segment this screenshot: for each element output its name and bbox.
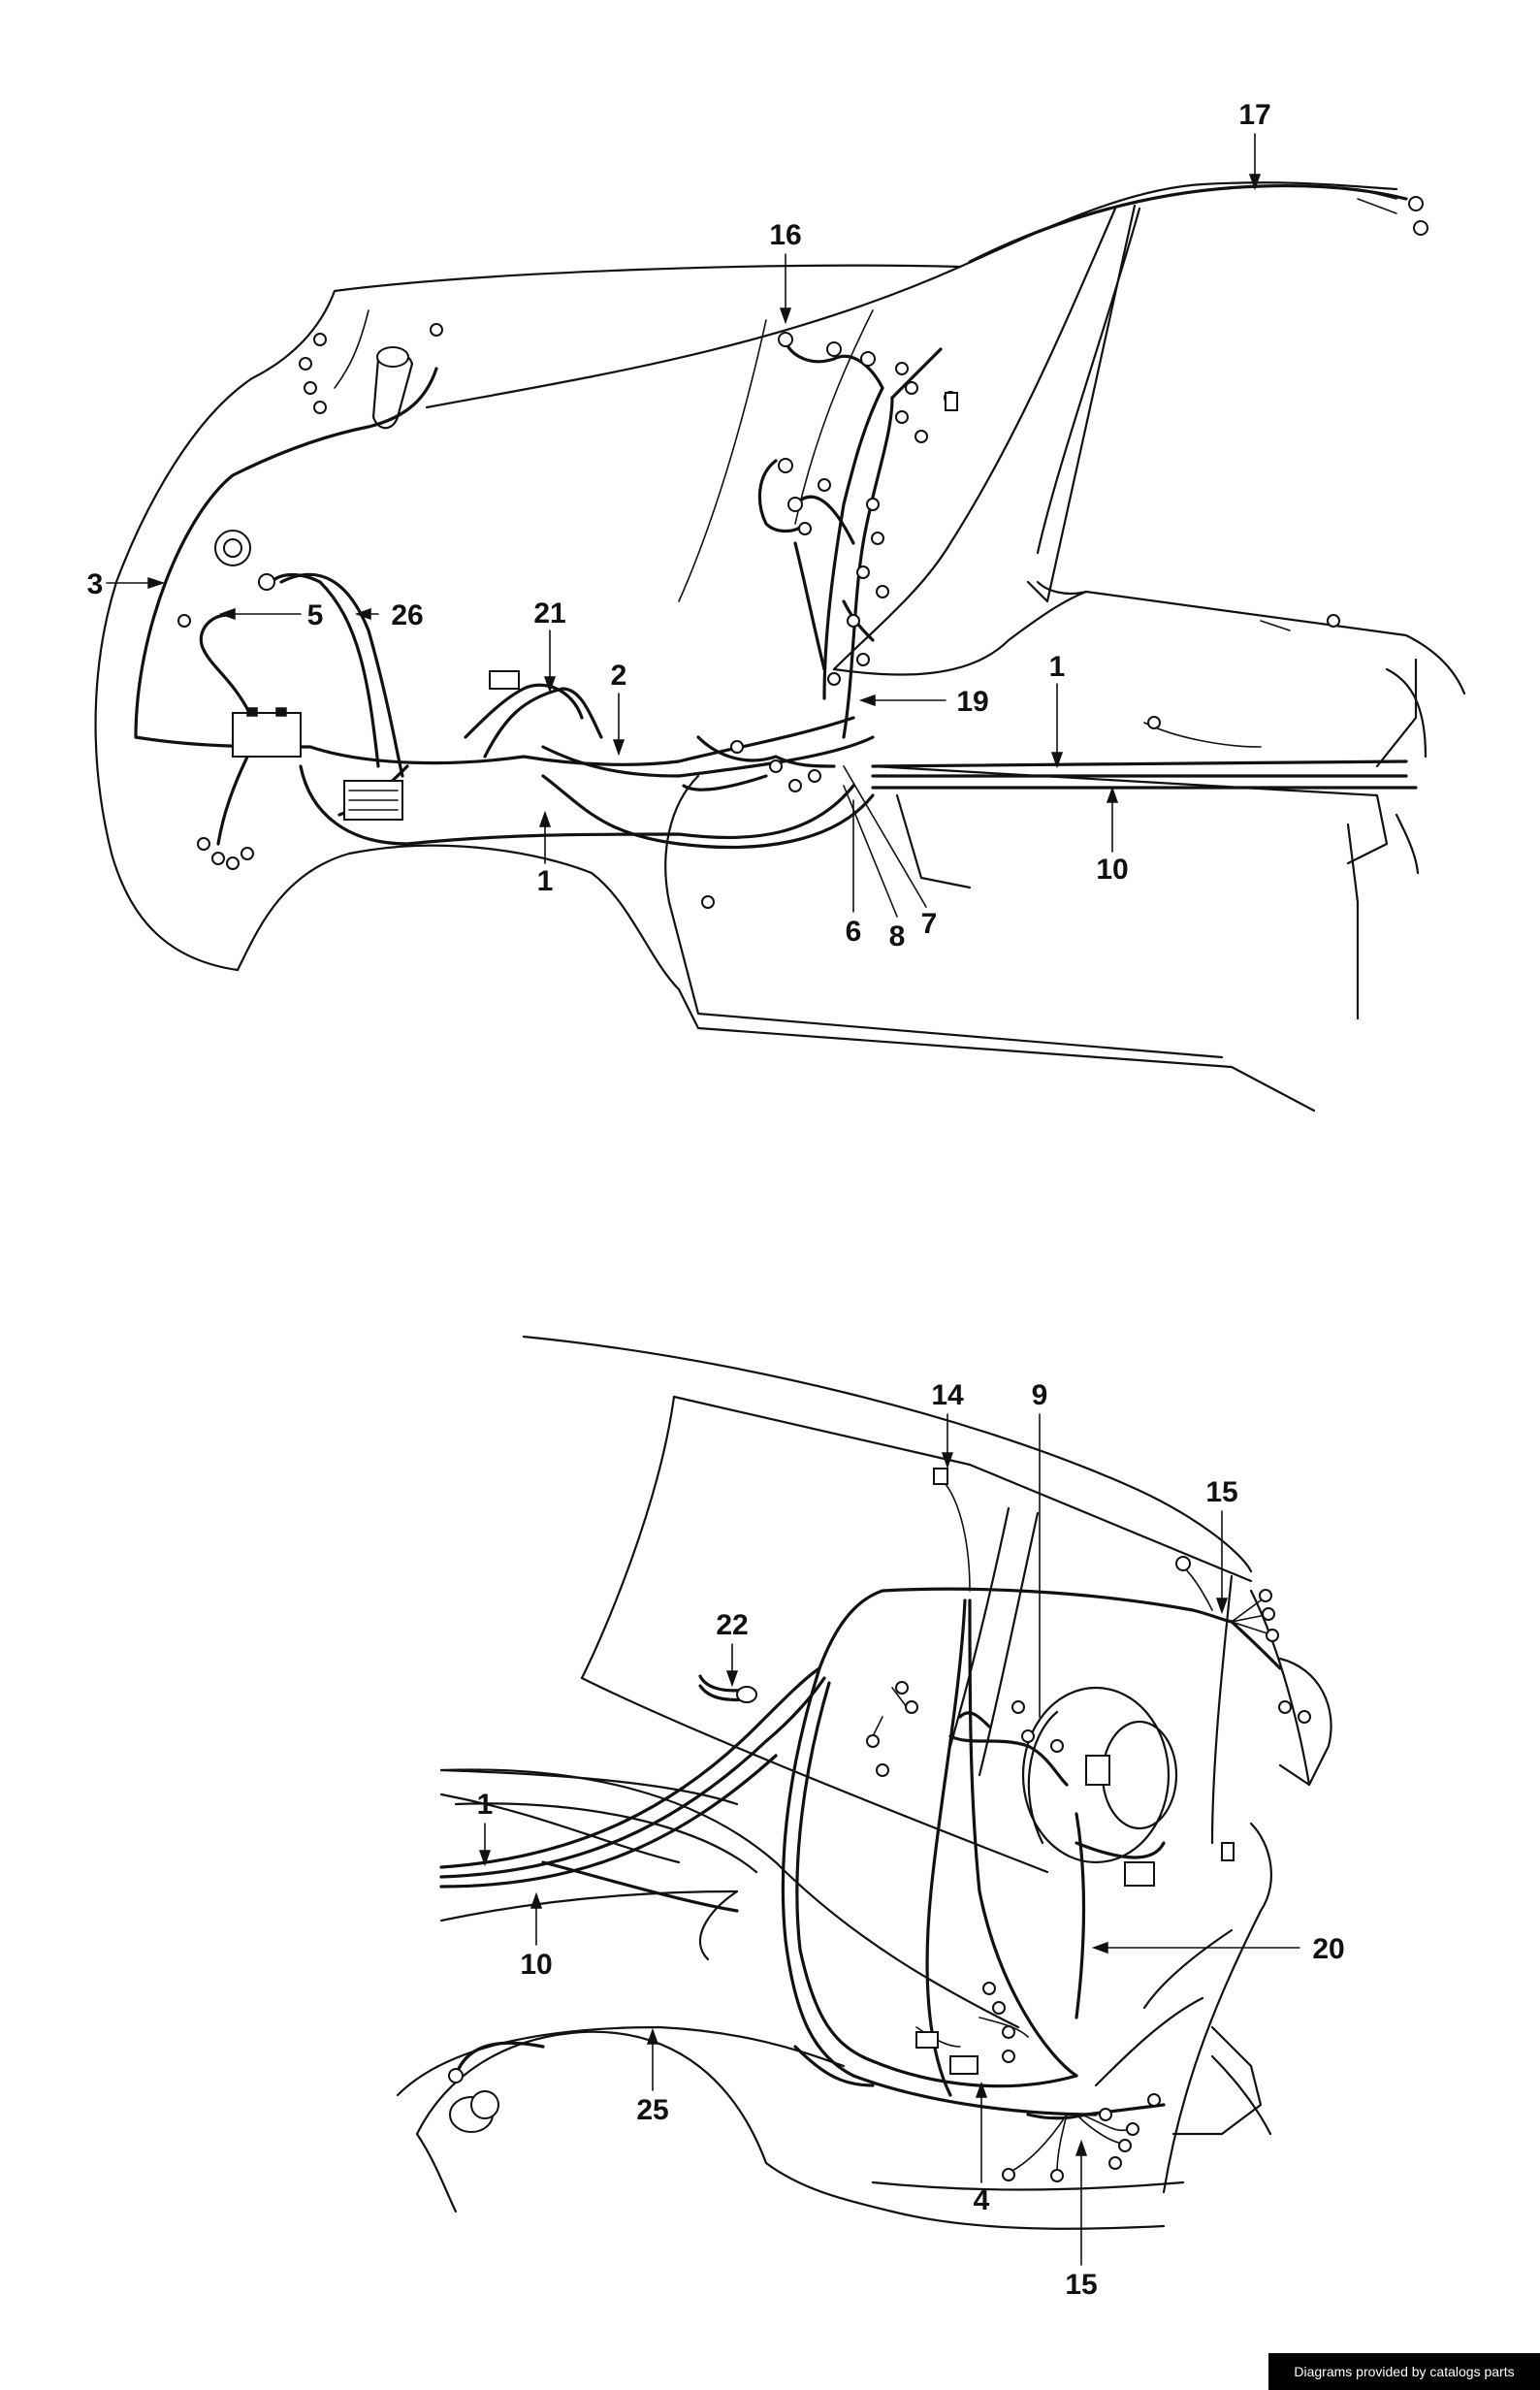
callout-14: 14 (931, 1379, 964, 1411)
rear-body-outline (396, 1335, 1332, 2230)
callout-6: 6 (846, 916, 862, 948)
callout-19: 19 (956, 686, 988, 718)
rear-wiring-harness (439, 1483, 1282, 2174)
bottom-leader-lines (478, 1413, 1300, 2266)
top-leader-lines (106, 133, 1262, 918)
bottom-view: 14 9 15 22 1 10 20 25 4 15 (396, 1335, 1345, 2301)
callout-16: 16 (769, 219, 801, 251)
front-body-outline (94, 181, 1466, 1113)
callout-1-upper: 1 (1049, 651, 1066, 683)
front-wiring-harness (134, 183, 1418, 850)
callout-21: 21 (533, 598, 565, 630)
callout-15-top: 15 (1205, 1476, 1237, 1508)
callout-1-lower: 1 (537, 865, 554, 897)
callout-15-bottom: 15 (1065, 2269, 1097, 2301)
callout-3: 3 (87, 568, 104, 600)
rear-components (448, 1468, 1311, 2182)
callout-1: 1 (477, 1789, 494, 1821)
callout-20: 20 (1312, 1933, 1344, 1965)
callout-10: 10 (1096, 854, 1128, 886)
callout-10: 10 (520, 1949, 552, 1981)
callout-4: 4 (974, 2184, 990, 2216)
callout-26: 26 (391, 599, 423, 631)
top-view: 17 16 3 5 26 21 2 1 19 1 10 6 8 7 (87, 99, 1466, 1113)
callout-2: 2 (611, 660, 627, 692)
callout-22: 22 (716, 1609, 748, 1641)
callout-9: 9 (1032, 1379, 1048, 1411)
callout-25: 25 (636, 2094, 668, 2126)
callout-7: 7 (921, 908, 938, 940)
front-components (177, 196, 1428, 909)
callout-5: 5 (307, 599, 324, 631)
callout-17: 17 (1238, 99, 1270, 131)
callout-8: 8 (889, 920, 906, 953)
credit-banner: Diagrams provided by catalogs parts (1268, 2353, 1540, 2390)
